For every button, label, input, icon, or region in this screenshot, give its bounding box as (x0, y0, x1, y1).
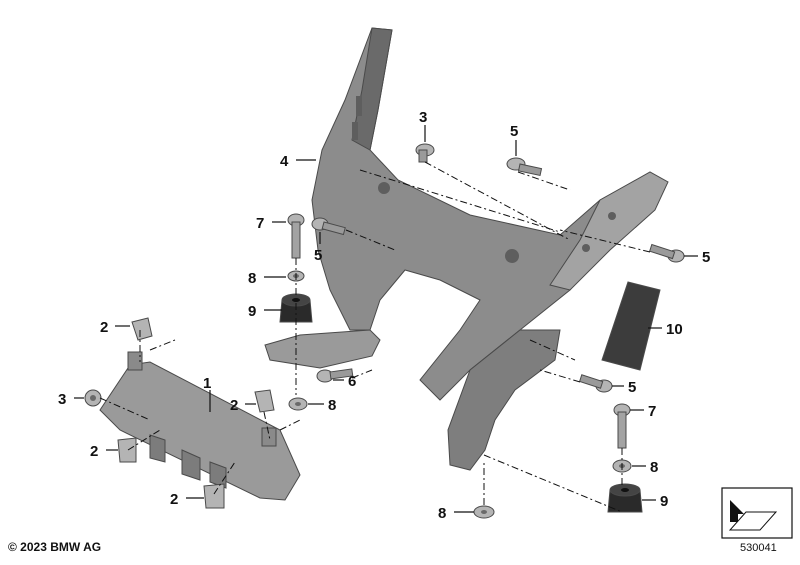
callout-7-left: 7 (256, 215, 264, 232)
callout-9-left: 9 (248, 303, 256, 320)
leader-lines (74, 125, 698, 513)
callout-4: 4 (280, 153, 289, 170)
callout-8-right: 8 (650, 459, 658, 476)
callout-2-top: 2 (100, 319, 108, 336)
clip-nut-2-bottom (203, 483, 225, 509)
clip-nut-2-top (131, 317, 153, 341)
adhesive-pad-10 (601, 281, 661, 371)
callout-2-mid: 2 (230, 397, 238, 414)
callout-2-left: 2 (90, 443, 98, 460)
screw-5-bottom (578, 374, 613, 393)
main-bracket (311, 27, 669, 471)
callout-6: 6 (348, 373, 356, 390)
callout-5-bottom: 5 (628, 379, 636, 396)
callout-5-left: 5 (314, 247, 322, 264)
clip-nut-2-mid (254, 389, 275, 413)
rubber-mount-9-left (279, 293, 313, 323)
clip-nut-2-left (117, 437, 137, 463)
callout-8-lower-left: 8 (328, 397, 336, 414)
callout-8-bottom: 8 (438, 505, 446, 522)
callout-8-upper-left: 8 (248, 270, 256, 287)
callout-labels: 1 2 2 2 2 3 3 4 5 5 5 5 6 7 7 8 8 8 8 9 … (58, 109, 710, 522)
screw-5-right (649, 243, 685, 263)
lower-bracket (99, 351, 301, 501)
bolt-6 (316, 368, 354, 383)
assembly-lines (99, 161, 651, 513)
callout-10: 10 (666, 321, 683, 338)
callout-1: 1 (203, 375, 211, 392)
callout-9-right: 9 (660, 493, 668, 510)
screw-3-left (84, 389, 102, 407)
copyright-text: © 2023 BMW AG (8, 540, 102, 554)
screw-3-top (415, 143, 435, 163)
callout-3-top: 3 (419, 109, 427, 126)
screw-5-top (506, 157, 543, 177)
washer-8-lower-left (288, 397, 308, 411)
callout-7-right: 7 (648, 403, 656, 420)
diagram-number: 530041 (740, 542, 777, 554)
callout-5-top: 5 (510, 123, 518, 140)
callout-3-left: 3 (58, 391, 66, 408)
rubber-mount-9-right (607, 483, 643, 513)
bolt-7-left (287, 213, 305, 259)
bolt-7-right (613, 403, 631, 449)
washer-8-bottom (473, 505, 495, 519)
callout-2-bottom: 2 (170, 491, 178, 508)
screw-5-left (311, 217, 346, 236)
view-direction-icon (721, 487, 793, 539)
mount-shelf (264, 329, 381, 369)
callout-5-right: 5 (702, 249, 710, 266)
